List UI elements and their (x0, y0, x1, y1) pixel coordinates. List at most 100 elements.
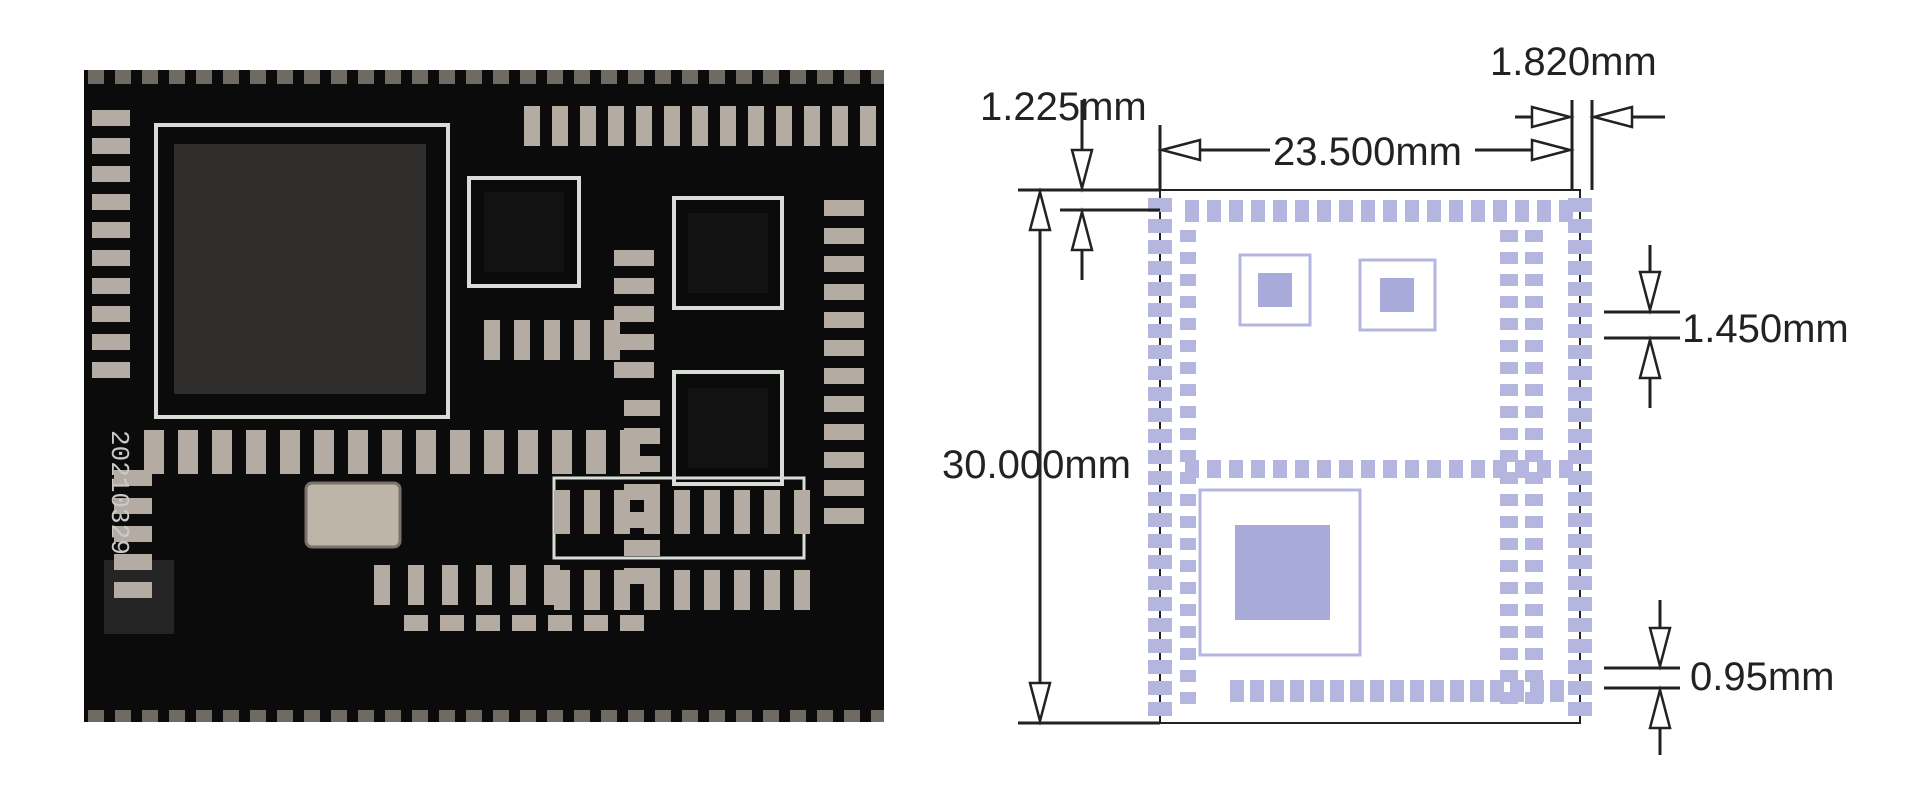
passive-component (114, 470, 152, 486)
footprint-pad (1500, 296, 1518, 308)
footprint-pad (1500, 384, 1518, 396)
footprint-edge-pad (1568, 303, 1592, 317)
footprint-edge-pad (1148, 471, 1172, 485)
footprint-edge-pad (1148, 492, 1172, 506)
passive-component (824, 424, 864, 440)
edge-pad (628, 710, 644, 722)
passive-component (92, 334, 130, 350)
footprint-pad (1490, 680, 1504, 702)
footprint-pad (1470, 680, 1484, 702)
footprint-pad (1383, 200, 1397, 222)
castellated-edge-pads (88, 70, 884, 722)
footprint-pad (1500, 560, 1518, 572)
arrow-height-top (1028, 187, 1052, 232)
footprint-edge-pad (1568, 660, 1592, 674)
footprint-pad (1525, 406, 1543, 418)
footprint-pad (1525, 230, 1543, 242)
footprint-edge-pad (1148, 513, 1172, 527)
passive-component (246, 430, 266, 474)
arrow-pad-width-down (1648, 626, 1672, 671)
edge-pad (223, 710, 239, 722)
footprint-pad (1339, 200, 1353, 222)
passive-component (114, 582, 152, 598)
arrow-pitch-down (1638, 270, 1662, 315)
passive-component (614, 250, 654, 266)
footprint-pad (1383, 460, 1397, 478)
footprint-pad (1500, 494, 1518, 506)
footprint-edge-pad (1148, 702, 1172, 716)
edge-pad (574, 710, 590, 722)
edge-pad (493, 710, 509, 722)
edge-pad (412, 710, 428, 722)
footprint-pad (1295, 460, 1309, 478)
footprint-edge-pad (1568, 597, 1592, 611)
edge-pad (304, 710, 320, 722)
passive-component (374, 565, 390, 605)
edge-pad (466, 710, 482, 722)
footprint-edge-pad (1568, 366, 1592, 380)
passive-component (450, 430, 470, 474)
footprint-edge-pad (1568, 576, 1592, 590)
edge-pad (601, 710, 617, 722)
edge-pad (169, 70, 185, 84)
dim-width-label: 23.500mm (1273, 130, 1462, 174)
footprint-pad (1525, 384, 1543, 396)
footprint-edge-pad (1148, 597, 1172, 611)
footprint-edge-pad (1568, 198, 1592, 212)
edge-pad (790, 710, 806, 722)
edge-pad (817, 70, 833, 84)
footprint-pad (1180, 494, 1196, 506)
edge-pad (142, 710, 158, 722)
passive-component (92, 138, 130, 154)
footprint-pad (1270, 680, 1284, 702)
footprint-edge-pad (1568, 471, 1592, 485)
edge-pad (385, 710, 401, 722)
edge-pad (736, 710, 752, 722)
footprint-pad (1525, 560, 1543, 572)
footprint-pad (1405, 460, 1419, 478)
footprint-edge-pad (1568, 450, 1592, 464)
footprint-pad (1180, 450, 1196, 462)
passive-component (514, 320, 530, 360)
footprint-edge-pad (1148, 240, 1172, 254)
dim-edge-pad-label: 1.820mm (1490, 40, 1657, 84)
edge-pad (790, 70, 806, 84)
footprint-edge-pad (1148, 261, 1172, 275)
footprint-pad (1180, 406, 1196, 418)
footprint-edge-pad (1568, 681, 1592, 695)
passive-component (408, 565, 424, 605)
passive-component (824, 340, 864, 356)
footprint-edge-pad (1148, 534, 1172, 548)
passive-component (720, 106, 736, 146)
edge-pad (277, 70, 293, 84)
footprint-pad (1180, 428, 1196, 440)
edge-pad (763, 710, 779, 722)
footprint-pad (1449, 460, 1463, 478)
footprint-qfn-1 (1238, 253, 1312, 327)
footprint-pad (1525, 626, 1543, 638)
footprint-pad (1310, 680, 1324, 702)
passive-component (614, 334, 654, 350)
passive-component (280, 430, 300, 474)
passive-component (604, 320, 620, 360)
footprint-edge-pad (1568, 555, 1592, 569)
footprint-edge-pad (1148, 408, 1172, 422)
edge-pad (385, 70, 401, 84)
passive-component (92, 306, 130, 322)
footprint-pad (1525, 450, 1543, 462)
passive-component (824, 508, 864, 524)
arrow-pad-right (1589, 105, 1634, 129)
passive-component (824, 480, 864, 496)
passive-component (512, 615, 536, 631)
passive-component (764, 570, 780, 610)
edge-pad (520, 710, 536, 722)
passive-component (804, 106, 820, 146)
footprint-pad (1559, 200, 1573, 222)
footprint-pad (1500, 582, 1518, 594)
footprint-pad (1525, 494, 1543, 506)
footprint-pad (1180, 318, 1196, 330)
footprint-pad (1180, 252, 1196, 264)
footprint-pad (1180, 362, 1196, 374)
edge-pad (709, 70, 725, 84)
footprint-pad (1180, 472, 1196, 484)
